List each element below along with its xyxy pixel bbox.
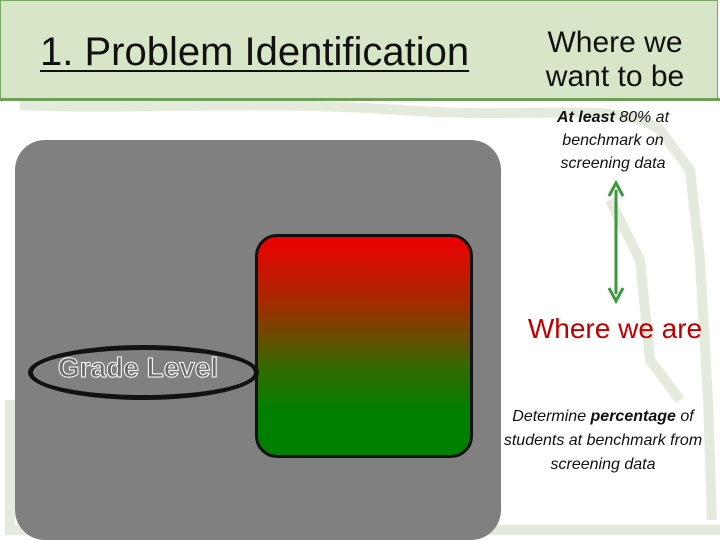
grade-level-label: Grade Level bbox=[57, 352, 219, 384]
target-heading: Where we want to be bbox=[545, 26, 685, 93]
target-description-bold: At least bbox=[556, 109, 615, 126]
target-description-text: 80% at benchmark on screening data bbox=[560, 109, 670, 172]
double-headed-vertical-arrow-icon bbox=[607, 180, 625, 304]
current-description-post: of students at benchmark from screening … bbox=[503, 408, 703, 473]
target-description: At least 80% at benchmark on screening d… bbox=[530, 106, 696, 175]
current-description-bold: percentage bbox=[590, 408, 676, 425]
current-heading: Where we are bbox=[527, 313, 703, 344]
grade-level-outline-ring bbox=[28, 345, 259, 400]
current-description: Determine percentage of students at benc… bbox=[498, 405, 708, 477]
header-band bbox=[0, 0, 718, 100]
current-description-pre: Determine bbox=[512, 408, 591, 425]
slide-title: 1. Problem Identification bbox=[40, 30, 470, 74]
benchmark-gradient-block bbox=[255, 234, 473, 458]
header-divider bbox=[0, 98, 720, 101]
